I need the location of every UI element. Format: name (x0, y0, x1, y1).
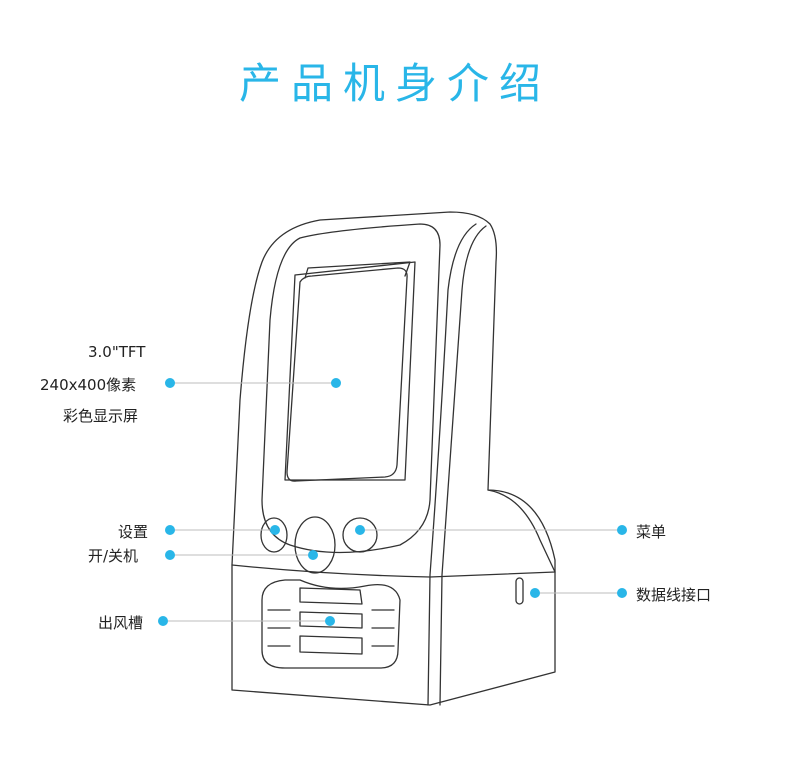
screen-frame (284, 261, 416, 481)
dot-screen-left (165, 378, 175, 388)
settings-button (260, 517, 288, 553)
side-panel (427, 223, 477, 706)
front-bezel (261, 223, 441, 554)
label-data-port: 数据线接口 (636, 586, 712, 604)
dot-vent-right (325, 616, 335, 626)
label-screen-type: 彩色显示屏 (63, 407, 139, 425)
base-top-edge (231, 564, 556, 578)
vent-grille (261, 579, 401, 669)
label-menu: 菜单 (636, 523, 667, 541)
dot-menu-left (355, 525, 365, 535)
device-body-outline (231, 211, 556, 706)
menu-button (342, 517, 378, 553)
label-screen-resolution: 240x400像素 (40, 376, 137, 394)
dot-menu-right (617, 525, 627, 535)
label-screen-size: 3.0"TFT (88, 343, 146, 361)
dot-data-port-left (530, 588, 540, 598)
label-settings: 设置 (118, 523, 149, 541)
page-title: 产品机身介绍 (238, 59, 551, 108)
dot-data-port-right (617, 588, 627, 598)
label-power: 开/关机 (88, 547, 139, 565)
power-button (294, 516, 336, 574)
label-vent: 出风槽 (98, 614, 144, 632)
dot-power-left (165, 550, 175, 560)
data-port-slot (515, 577, 524, 605)
dot-settings-left (165, 525, 175, 535)
dot-vent-left (158, 616, 168, 626)
dot-screen-right (331, 378, 341, 388)
dot-settings-right (270, 525, 280, 535)
dot-power-right (308, 550, 318, 560)
screen (286, 267, 408, 482)
